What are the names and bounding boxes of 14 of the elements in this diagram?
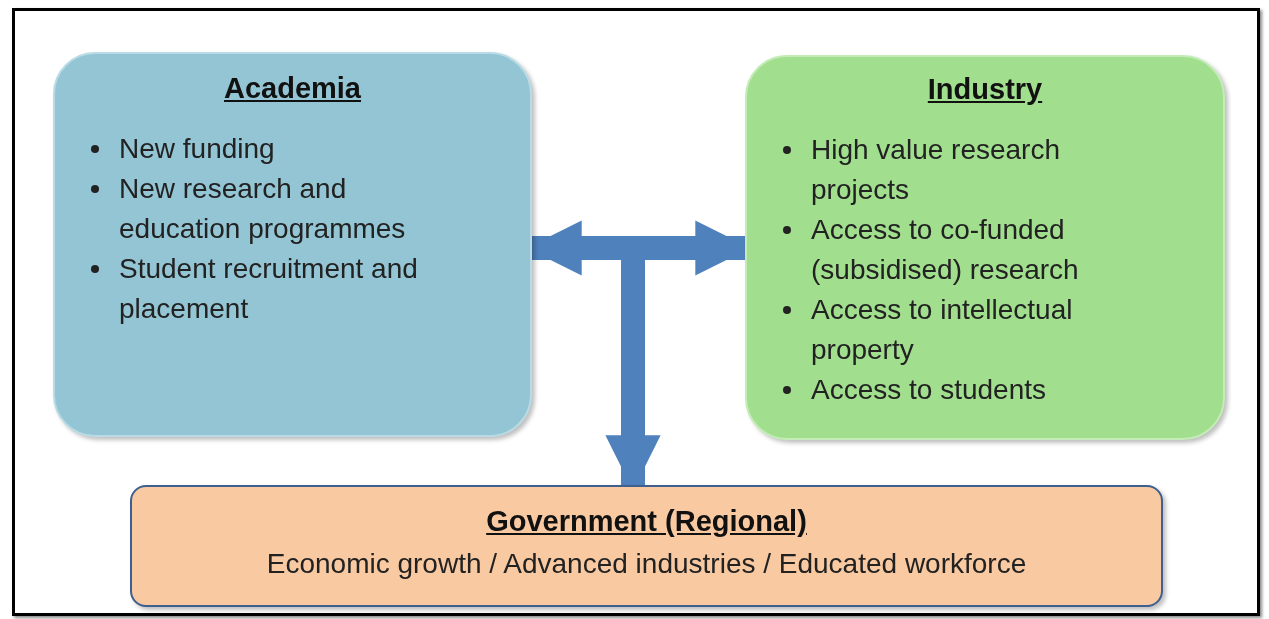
bullet-item: New research and education programmes <box>119 172 407 246</box>
stakeholder-box <box>745 55 1225 440</box>
bullet-item: Access to co-funded (subsidised) research <box>811 213 1080 287</box>
stakeholder-box <box>53 52 532 437</box>
goal-box <box>130 485 1163 607</box>
bullet-item: Student recruitment and placement <box>119 252 419 326</box>
box-heading: Industry <box>927 73 1043 106</box>
bullet-item: Access to students <box>811 373 1047 407</box>
bullet-item: New funding <box>119 132 276 166</box>
bullet-item: High value research projects <box>811 133 1062 207</box>
goal-text: Economic growth / Advanced industries / Educated workforce <box>265 548 1028 580</box>
box-heading: Government (Regional) <box>486 505 807 538</box>
bullet-item: Access to intellectual property <box>811 293 1074 367</box>
box-heading: Academia <box>224 72 361 105</box>
